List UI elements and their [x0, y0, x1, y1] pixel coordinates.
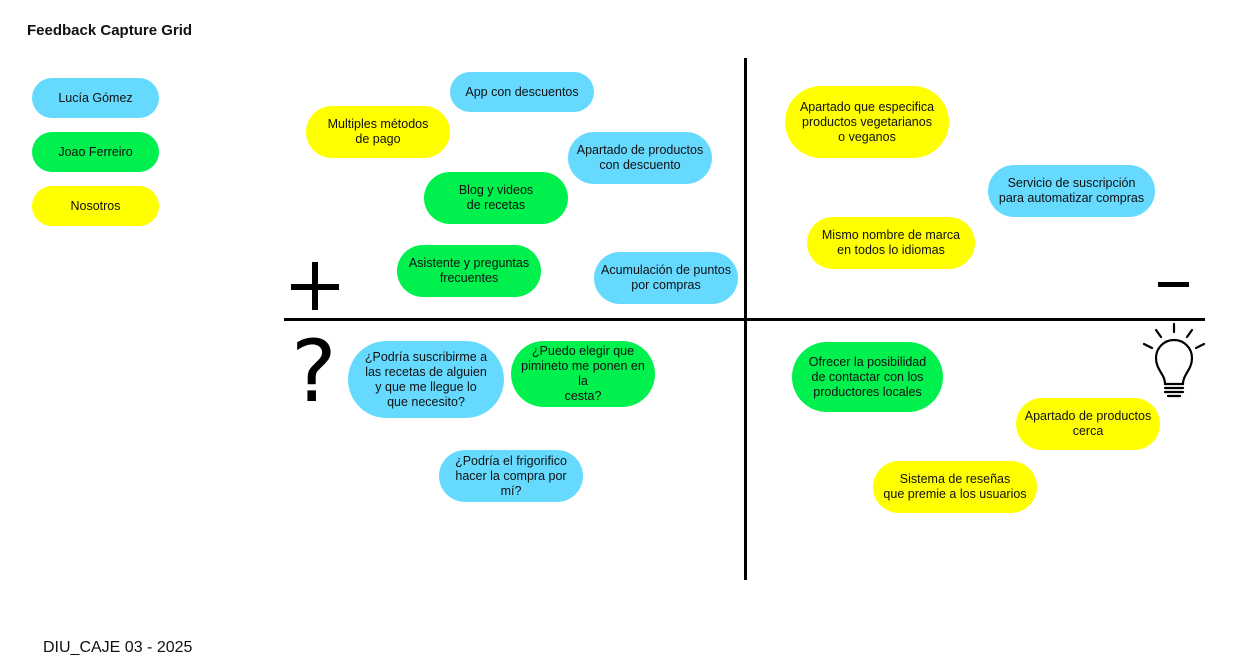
legend-item-joao[interactable]: Joao Ferreiro: [32, 132, 159, 172]
note-pimiento[interactable]: ¿Puedo elegir que pimineto me ponen en l…: [511, 341, 655, 407]
note-suscripcion[interactable]: Servicio de suscripción para automatizar…: [988, 165, 1155, 217]
note-vegetarianos[interactable]: Apartado que especifica productos vegeta…: [785, 86, 949, 158]
note-productores[interactable]: Ofrecer la posibilidad de contactar con …: [792, 342, 943, 412]
horizontal-axis: [284, 318, 1205, 321]
legend-item-lucia[interactable]: Lucía Gómez: [32, 78, 159, 118]
plus-icon: [291, 262, 341, 312]
note-asistente[interactable]: Asistente y preguntas frecuentes: [397, 245, 541, 297]
note-blog-recetas[interactable]: Blog y videos de recetas: [424, 172, 568, 224]
note-productos-cerca[interactable]: Apartado de productos cerca: [1016, 398, 1160, 450]
note-suscribirme-recetas[interactable]: ¿Podría suscribirme a las recetas de alg…: [348, 341, 504, 418]
note-app-descuentos[interactable]: App con descuentos: [450, 72, 594, 112]
question-mark-icon: ?: [291, 322, 337, 422]
lightbulb-icon: [1142, 322, 1206, 398]
note-puntos[interactable]: Acumulación de puntos por compras: [594, 252, 738, 304]
note-metodos-pago[interactable]: Multiples métodos de pago: [306, 106, 450, 158]
note-frigorifico[interactable]: ¿Podría el frigorifico hacer la compra p…: [439, 450, 583, 502]
minus-icon: [1158, 282, 1189, 287]
footer-text: DIU_CAJE 03 - 2025: [43, 639, 193, 656]
note-marca[interactable]: Mismo nombre de marca en todos lo idioma…: [807, 217, 975, 269]
note-resenas[interactable]: Sistema de reseñas que premie a los usua…: [873, 461, 1037, 513]
page-title: Feedback Capture Grid: [27, 22, 193, 39]
legend-item-nosotros[interactable]: Nosotros: [32, 186, 159, 226]
note-productos-descuento[interactable]: Apartado de productos con descuento: [568, 132, 712, 184]
